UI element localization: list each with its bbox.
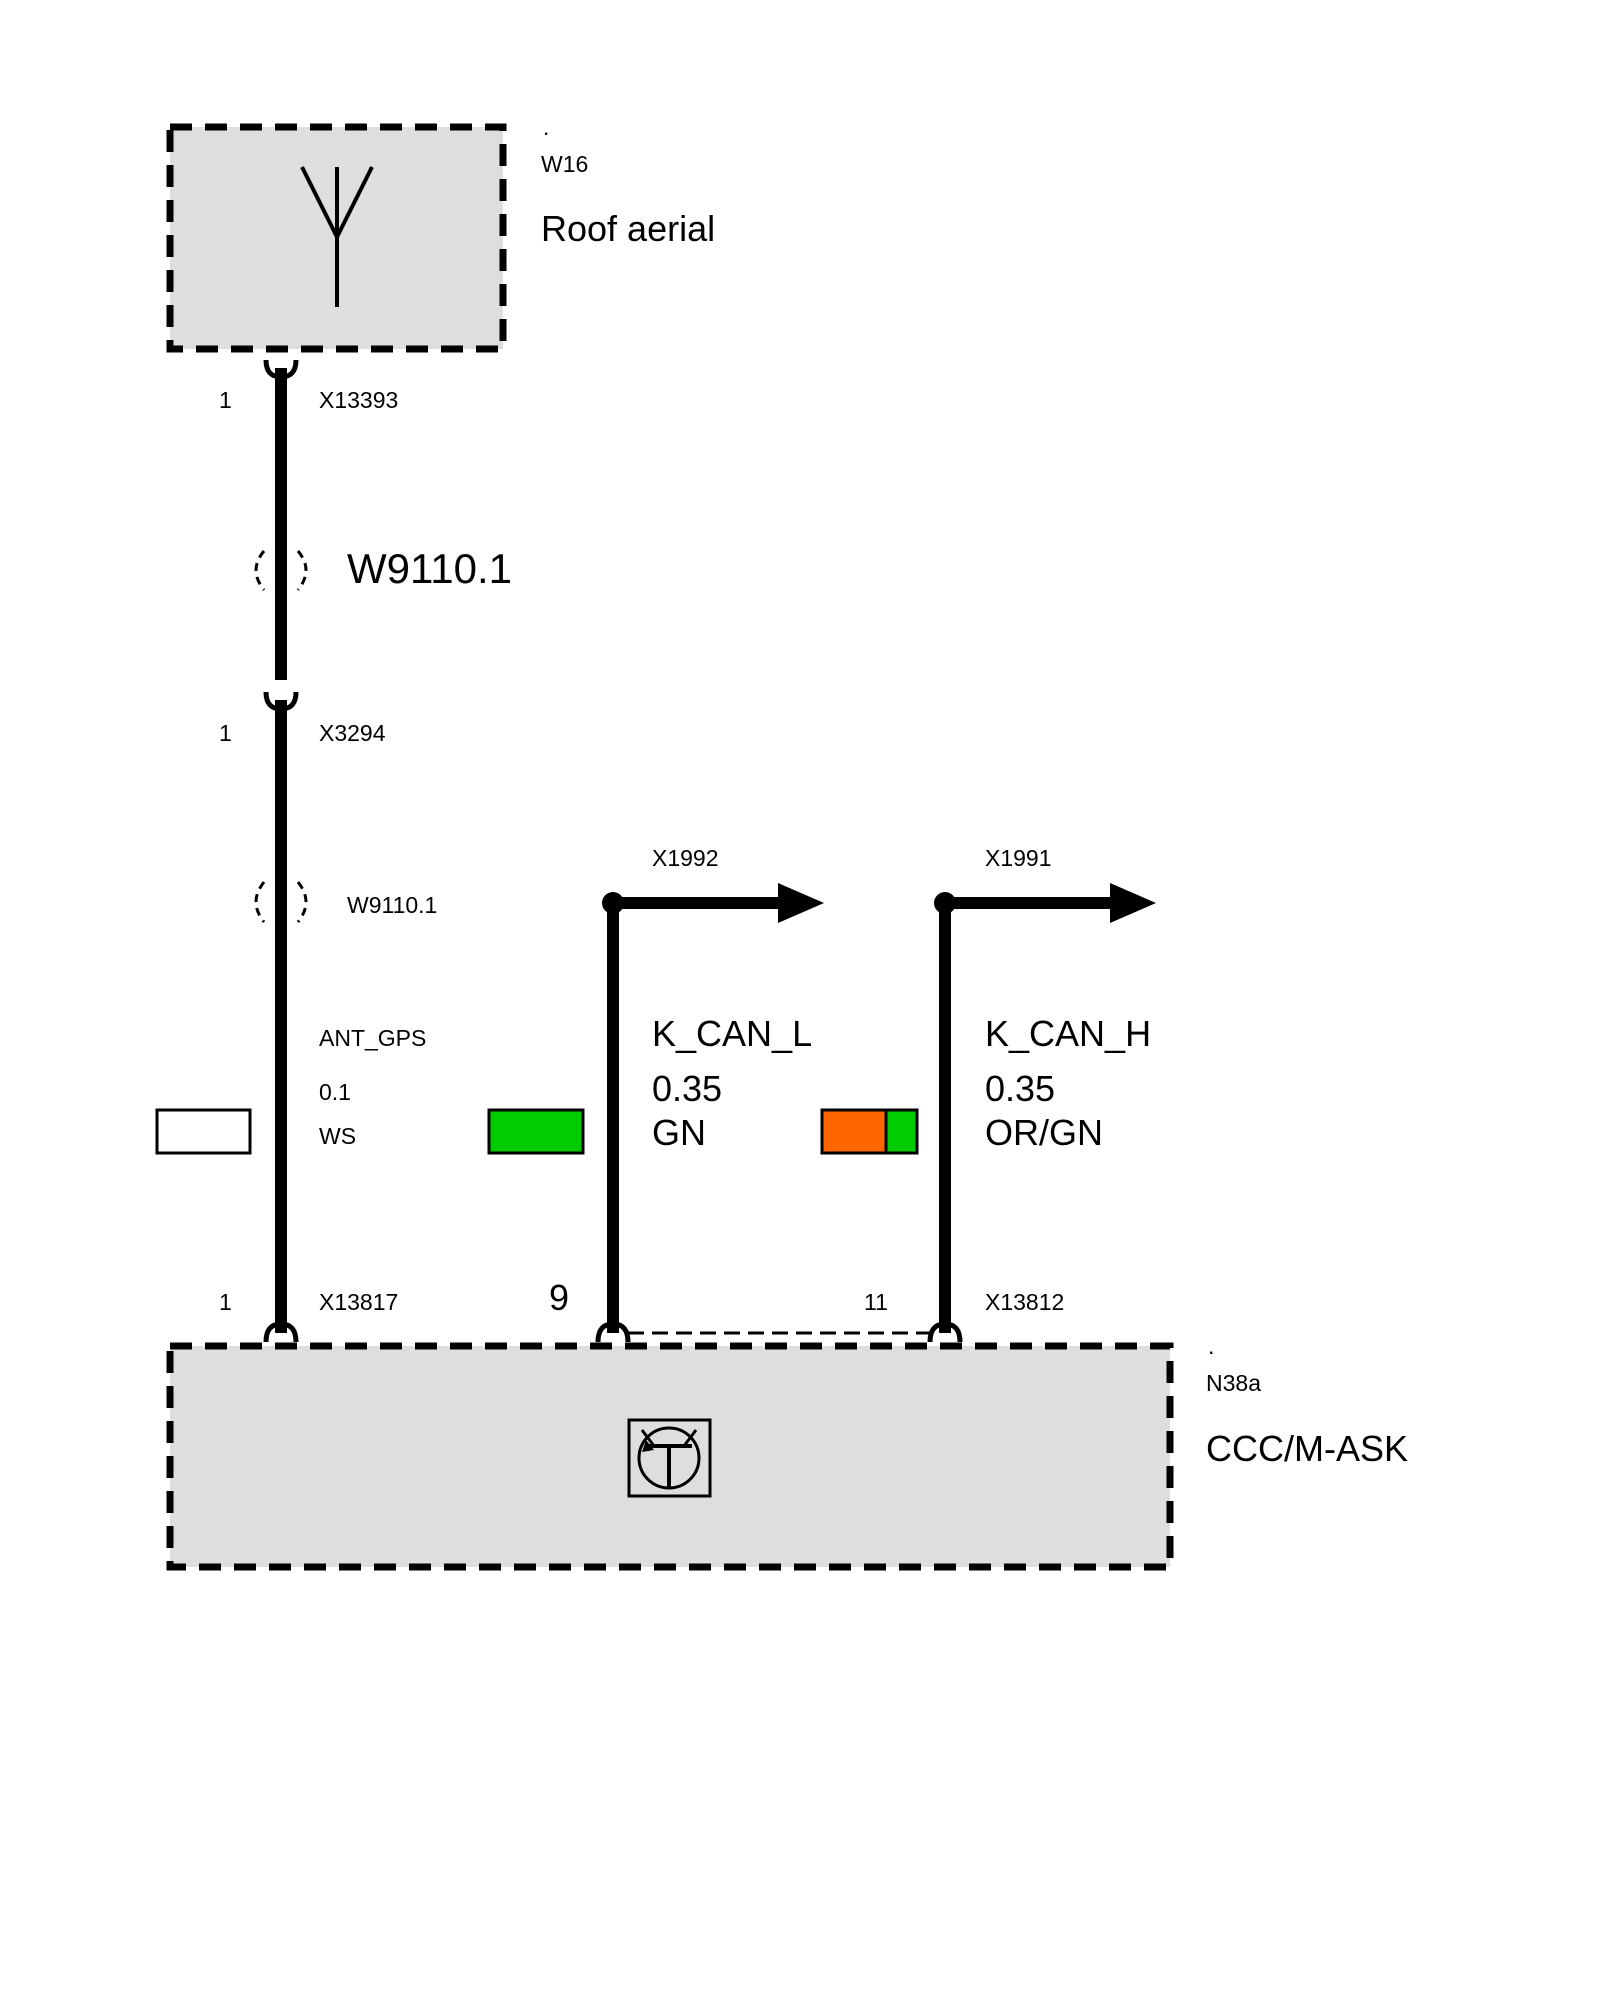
aerial-name: Roof aerial [541,208,715,249]
connector-x3294-label: X3294 [319,720,386,746]
wire-antgps-color: WS [319,1123,356,1149]
connector-x13812-label: X13812 [985,1289,1064,1315]
transistor-icon [627,1418,712,1498]
aerial-id: W16 [541,151,588,177]
module-id: N38a [1206,1370,1261,1396]
harness-lower-symbol [254,881,308,923]
kcanh-arrow-head [1110,883,1156,923]
kcanl-arrow-head [778,883,824,923]
kcanl-arrow-connector: X1992 [652,845,719,871]
wire-antgps-signal: ANT_GPS [319,1025,426,1051]
connector-x13393-symbol [263,359,299,380]
swatch-ws [155,1108,252,1155]
module-connector-hooks [263,1321,963,1343]
wire-kcanl-color: GN [652,1112,706,1153]
harness-lower-label: W9110.1 [347,892,437,918]
harness-upper-label: W9110.1 [347,545,512,592]
connector-x13817-label: X13817 [319,1289,398,1315]
connector-pin-11: 11 [864,1289,888,1315]
wire-kcanh-color: OR/GN [985,1112,1103,1153]
module-dot: . [1208,1333,1214,1359]
swatch-gn [487,1108,585,1155]
harness-upper-symbol [254,550,308,591]
wire-kcanl-size: 0.35 [652,1068,722,1109]
module-name: CCC/M-ASK [1206,1428,1408,1469]
kcanh-arrow-connector: X1991 [985,845,1052,871]
connector-x3294-pin: 1 [219,720,232,746]
wire-kcanl-signal: K_CAN_L [652,1013,812,1054]
wire-antgps-size: 0.1 [319,1079,351,1105]
swatch-or-gn [820,1108,919,1155]
antenna-icon [300,166,374,307]
aerial-dot: . [543,114,549,140]
connector-pin-9: 9 [549,1277,569,1318]
wire-kcanh-size: 0.35 [985,1068,1055,1109]
connector-x3294-symbol [263,691,299,712]
connector-x13393-label: X13393 [319,387,398,413]
connector-x13393-pin: 1 [219,387,232,413]
connector-x13817-pin: 1 [219,1289,232,1315]
wire-kcanh-signal: K_CAN_H [985,1013,1151,1054]
